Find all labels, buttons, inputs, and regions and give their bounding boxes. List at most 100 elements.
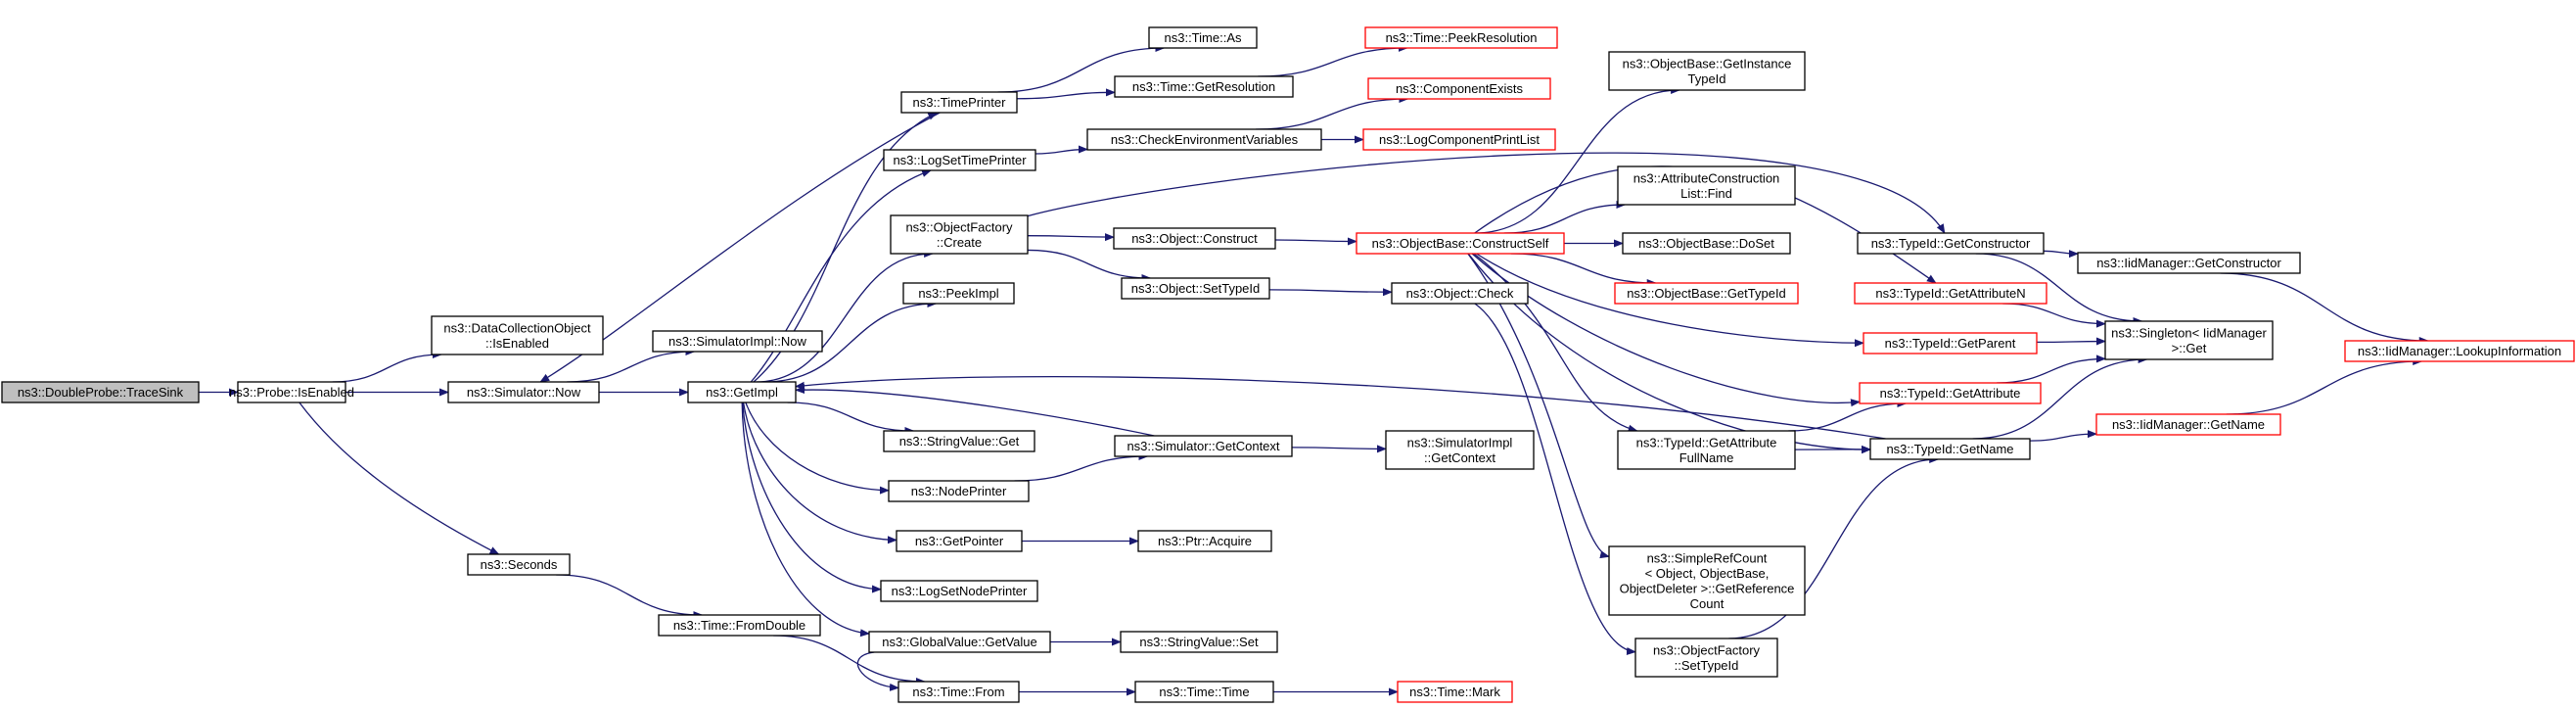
node-seconds[interactable]: ns3::Seconds — [467, 553, 571, 576]
edge-typeIdGetName-to-getImpl — [795, 375, 1886, 440]
node-trace-sink[interactable]: ns3::DoubleProbe::TraceSink — [1, 381, 200, 403]
node-label: ns3::ObjectBase::ConstructSelf — [1372, 236, 1549, 251]
edge-probeIsEnabled-to-dcoIsEnabled — [332, 351, 443, 383]
node-type-id-get-parent[interactable]: ns3::TypeId::GetParent — [1863, 332, 2038, 354]
node-peek-impl[interactable]: ns3::PeekImpl — [902, 282, 1015, 305]
node-label: ::SetTypeId — [1675, 658, 1739, 673]
node-box — [880, 580, 1038, 602]
node-string-value-get[interactable]: ns3::StringValue::Get — [883, 430, 1035, 452]
node-label: FullName — [1679, 450, 1734, 465]
edge-objFactoryCreate-to-objConstruct — [1027, 233, 1115, 242]
edge-typeIdGetAttributeN-to-singletonGet — [2002, 303, 2106, 328]
node-label: ns3::Object::Check — [1406, 286, 1514, 301]
node-type-id-get-attribute[interactable]: ns3::TypeId::GetAttribute — [1859, 382, 2042, 404]
node-box — [1385, 430, 1535, 470]
node-get-impl[interactable]: ns3::GetImpl — [687, 381, 797, 403]
node-obj-construct[interactable]: ns3::Object::Construct — [1113, 227, 1276, 250]
node-label: ns3::TypeId::GetConstructor — [1871, 236, 2031, 251]
node-node-printer[interactable]: ns3::NodePrinter — [888, 480, 1030, 502]
node-type-id-get-constructor[interactable]: ns3::TypeId::GetConstructor — [1857, 232, 2045, 255]
node-box — [897, 681, 1020, 703]
edge-objCheck-to-objFactorySetTypeId — [1474, 303, 1636, 655]
node-type-id-get-attribute-n[interactable]: ns3::TypeId::GetAttributeN — [1854, 282, 2047, 305]
node-log-set-node-printer[interactable]: ns3::LogSetNodePrinter — [880, 580, 1038, 602]
node-obj-factory-create[interactable]: ns3::ObjectFactory::Create — [890, 214, 1029, 255]
node-iid-get-constructor[interactable]: ns3::IidManager::GetConstructor — [2077, 252, 2301, 274]
node-label: ns3::ObjectBase::DoSet — [1638, 236, 1774, 251]
node-box — [896, 530, 1023, 552]
node-time-get-res[interactable]: ns3::Time::GetResolution — [1114, 75, 1294, 98]
node-gv-get-value[interactable]: ns3::GlobalValue::GetValue — [868, 631, 1051, 653]
node-log-comp-print-list[interactable]: ns3::LogComponentPrintList — [1362, 128, 1556, 151]
node-iid-get-name[interactable]: ns3::IidManager::GetName — [2095, 413, 2281, 436]
node-do-set[interactable]: ns3::ObjectBase::DoSet — [1622, 232, 1791, 255]
node-time-as[interactable]: ns3::Time::As — [1148, 26, 1258, 49]
node-get-pointer[interactable]: ns3::GetPointer — [896, 530, 1023, 552]
node-box — [888, 480, 1030, 502]
edge-timeFromDouble-to-timeFrom — [773, 635, 926, 685]
node-label: ns3::AttributeConstruction — [1633, 170, 1780, 185]
node-sim-impl-now[interactable]: ns3::SimulatorImpl::Now — [652, 330, 823, 353]
node-sim-impl-get-context[interactable]: ns3::SimulatorImpl::GetContext — [1385, 430, 1535, 470]
node-dco-is-enabled[interactable]: ns3::DataCollectionObject::IsEnabled — [431, 315, 604, 355]
node-log-set-time-printer[interactable]: ns3::LogSetTimePrinter — [883, 149, 1036, 171]
node-label: ObjectDeleter >::GetReference — [1620, 581, 1795, 595]
node-label: ns3::Ptr::Acquire — [1158, 534, 1252, 548]
node-sim-get-context[interactable]: ns3::Simulator::GetContext — [1114, 435, 1293, 457]
edge-constructSelf-to-attrConstrFind — [1503, 201, 1627, 234]
node-label: ns3::TypeId::GetAttribute — [1880, 386, 2021, 401]
node-time-from-double[interactable]: ns3::Time::FromDouble — [658, 614, 821, 637]
node-sim-now[interactable]: ns3::Simulator::Now — [447, 381, 600, 403]
node-time-mark[interactable]: ns3::Time::Mark — [1397, 681, 1513, 703]
edge-getAttrFullName-to-typeIdGetAttribute — [1788, 400, 1908, 432]
node-construct-self[interactable]: ns3::ObjectBase::ConstructSelf — [1356, 232, 1565, 255]
node-label: ns3::LogSetNodePrinter — [892, 584, 1028, 598]
node-label: ns3::TypeId::GetAttributeN — [1875, 286, 2025, 301]
node-box — [883, 430, 1035, 452]
edge-simNow-to-simImplNow — [567, 348, 696, 383]
node-box — [900, 91, 1018, 114]
node-type-id-get-name[interactable]: ns3::TypeId::GetName — [1869, 438, 2031, 460]
node-box — [1134, 681, 1274, 703]
node-time-from[interactable]: ns3::Time::From — [897, 681, 1020, 703]
node-label: ns3::Time::From — [912, 685, 1004, 699]
node-box — [1617, 165, 1796, 206]
edge-typeIdGetParent-to-singletonGet — [2036, 337, 2106, 346]
node-box — [1148, 26, 1258, 49]
node-box — [1617, 430, 1796, 470]
node-time-time[interactable]: ns3::Time::Time — [1134, 681, 1274, 703]
node-time-peek-res[interactable]: ns3::Time::PeekResolution — [1364, 26, 1558, 49]
node-iid-lookup[interactable]: ns3::IidManager::LookupInformation — [2344, 340, 2575, 362]
node-ref-count[interactable]: ns3::SimpleRefCount< Object, ObjectBase,… — [1608, 545, 1806, 616]
node-label: ns3::Simulator::Now — [467, 385, 581, 400]
node-obj-set-type-id[interactable]: ns3::Object::SetTypeId — [1121, 277, 1270, 300]
node-label: ns3::LogComponentPrintList — [1379, 132, 1540, 147]
node-label: < Object, ObjectBase, — [1645, 566, 1770, 581]
edge-getImpl-to-logSetNodePrinter — [742, 402, 882, 593]
node-probe-is-enabled[interactable]: ns3::Probe::IsEnabled — [229, 381, 354, 403]
node-obj-factory-set-type-id[interactable]: ns3::ObjectFactory::SetTypeId — [1634, 638, 1778, 678]
node-string-value-set[interactable]: ns3::StringValue::Set — [1120, 631, 1278, 653]
node-label: ns3::Object::Construct — [1131, 231, 1258, 246]
node-check-env[interactable]: ns3::CheckEnvironmentVariables — [1086, 128, 1322, 151]
node-label: TypeId — [1687, 71, 1725, 86]
node-label: ns3::TypeId::GetParent — [1885, 336, 2016, 351]
node-label: ns3::LogSetTimePrinter — [893, 153, 1027, 167]
node-box — [658, 614, 821, 637]
node-comp-exists[interactable]: ns3::ComponentExists — [1367, 77, 1551, 100]
node-box — [1397, 681, 1513, 703]
edge-constructSelf-to-typeIdGetParent — [1476, 253, 1864, 348]
node-box — [883, 149, 1036, 171]
node-obj-check[interactable]: ns3::Object::Check — [1391, 282, 1529, 305]
edge-constructSelf-to-objBaseGetTypeId — [1510, 253, 1657, 287]
node-ptr-acquire[interactable]: ns3::Ptr::Acquire — [1137, 530, 1272, 552]
node-box — [1869, 438, 2031, 460]
node-box — [1, 381, 200, 403]
node-singleton-get[interactable]: ns3::Singleton< IidManager>::Get — [2104, 320, 2274, 360]
node-time-printer[interactable]: ns3::TimePrinter — [900, 91, 1018, 114]
node-obj-base-get-type-id[interactable]: ns3::ObjectBase::GetTypeId — [1614, 282, 1799, 305]
node-label: ns3::SimulatorImpl — [1407, 435, 1513, 449]
